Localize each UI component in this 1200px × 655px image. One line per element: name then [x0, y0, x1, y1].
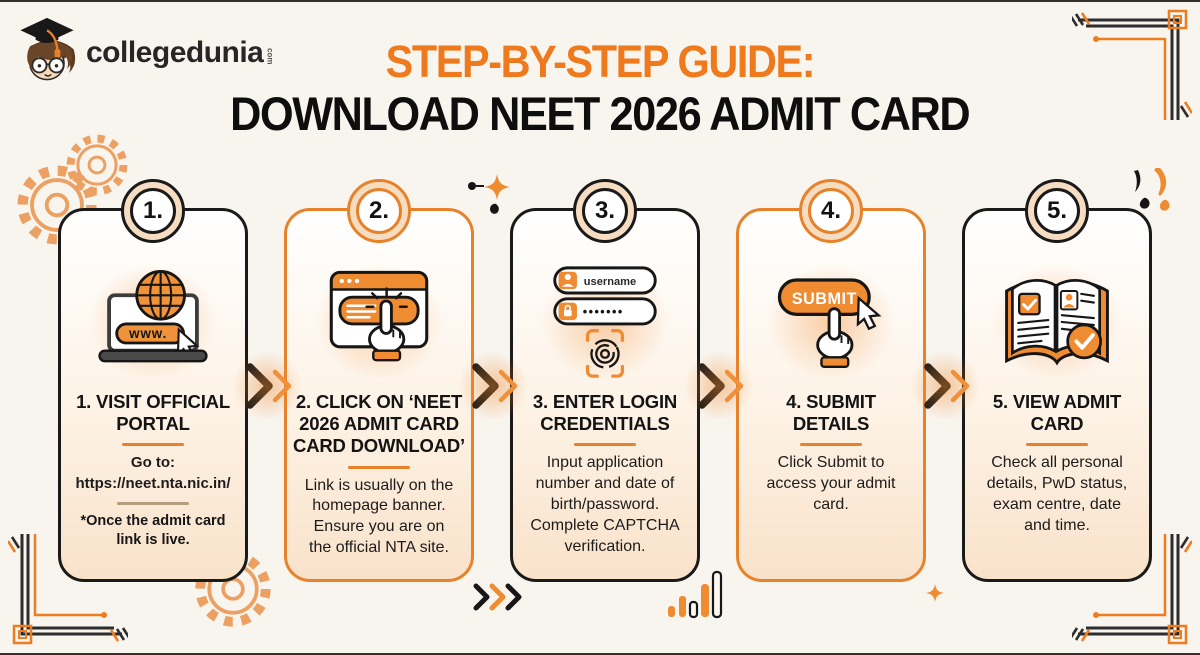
step-body: Check all personal details, PwD status, …	[986, 454, 1128, 534]
step-card-3: username ••••••• 3. ENTER LOGIN CREDENTI…	[510, 208, 700, 582]
divider	[122, 443, 184, 447]
step-card-5: 5. VIEW ADMIT CARD Check all personal de…	[962, 208, 1152, 582]
bottom-border-line	[0, 653, 1200, 655]
collegedunia-logo: collegedunia com	[16, 16, 274, 90]
step-number-badge: 2.	[347, 179, 411, 243]
step-note: *Once the admit card link is live.	[80, 512, 226, 548]
click-homepage-banner-icon	[329, 270, 429, 362]
step-arrow	[910, 351, 980, 421]
step-body: Click Submit to access your admit card.	[766, 454, 896, 513]
brand-suffix: com	[265, 47, 275, 65]
laptop-globe-www-icon: www.	[98, 269, 208, 363]
step-number-badge: 4.	[799, 179, 863, 243]
step-title: 2. CLICK ON ‘NEET 2026 ADMIT CARD CARD D…	[293, 391, 465, 457]
step-arrow	[458, 351, 528, 421]
svg-text:•••••••: •••••••	[583, 305, 624, 319]
step-card-4: SUBMIT 4. SUBMIT DETAILS Click Submit to…	[736, 208, 926, 582]
page-title-line2: DOWNLOAD NEET 2026 ADMIT CARD	[230, 87, 971, 140]
divider	[348, 465, 410, 469]
bar-chart-icon	[668, 570, 723, 619]
splash-icon	[1128, 166, 1188, 220]
svg-text:username: username	[584, 276, 637, 288]
sparkle-icon	[926, 584, 944, 602]
step-title: 5. VIEW ADMIT CARD	[992, 391, 1122, 435]
top-border-line	[0, 0, 1200, 2]
step-title: 1. VISIT OFFICIAL PORTAL	[76, 391, 230, 435]
step-number-badge: 5.	[1025, 179, 1089, 243]
brand-name: collegedunia	[86, 36, 264, 69]
step-body: Link is usually on the homepage banner. …	[304, 476, 454, 556]
submit-button-hand-icon: SUBMIT	[777, 278, 882, 369]
divider	[800, 443, 862, 447]
step-arrow	[232, 351, 302, 421]
step-card-2: 2. CLICK ON ‘NEET 2026 ADMIT CARD CARD D…	[284, 208, 474, 582]
step-title: 4. SUBMIT DETAILS	[786, 391, 876, 435]
divider	[1026, 443, 1088, 447]
step-body: Input application number and date of bir…	[530, 454, 680, 555]
chevron-arrows-icon	[473, 583, 522, 611]
step-arrow	[684, 351, 754, 421]
step-body: Go to: https://neet.nta.nic.in/	[75, 454, 231, 492]
collegedunia-mascot-icon	[20, 17, 76, 81]
svg-text:SUBMIT: SUBMIT	[792, 290, 857, 308]
step-number-badge: 3.	[573, 179, 637, 243]
svg-text:www.: www.	[128, 326, 167, 341]
step-title: 3. ENTER LOGIN CREDENTIALS	[532, 391, 678, 435]
divider	[574, 443, 636, 447]
step-number-badge: 1.	[121, 179, 185, 243]
sparkle-icon	[462, 172, 518, 228]
login-fields-fingerprint-icon: username •••••••	[553, 266, 657, 378]
step-card-1: www. 1. VISIT OFFICIAL PORTAL Go to: htt…	[58, 208, 248, 582]
divider	[117, 501, 189, 505]
admit-card-booklet-icon	[1005, 279, 1109, 366]
page-title-line1: STEP-BY-STEP GUIDE:	[385, 36, 816, 87]
